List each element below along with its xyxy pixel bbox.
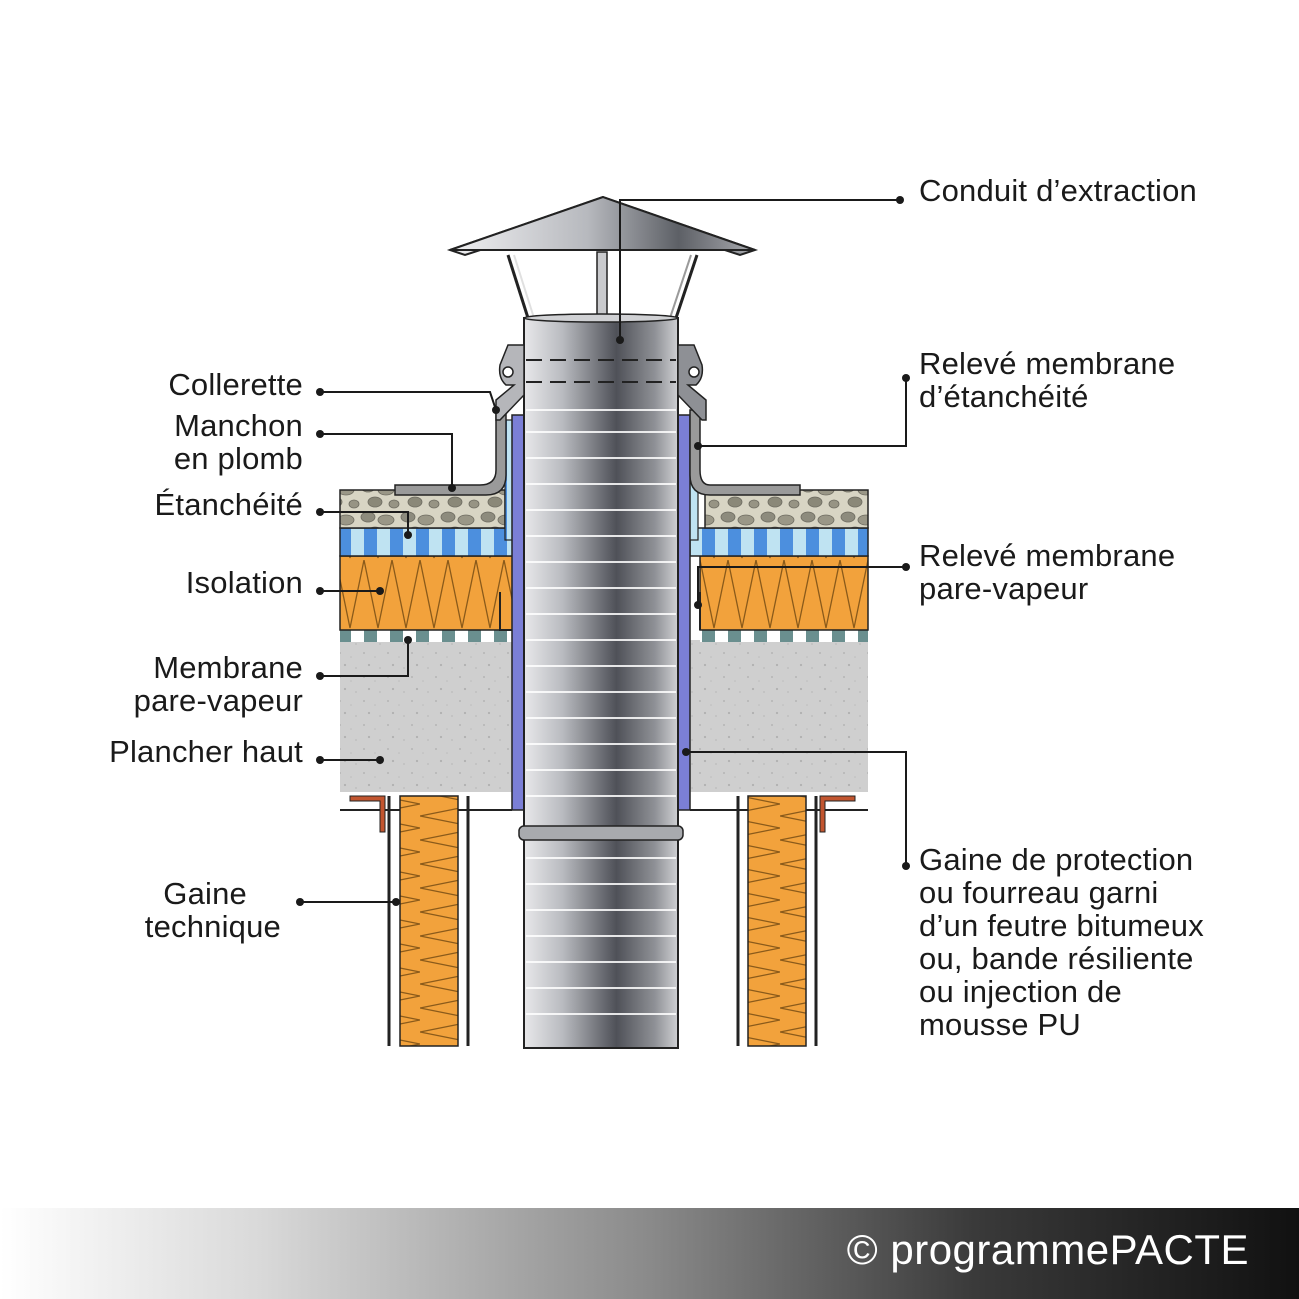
label-manchon: Manchon en plomb bbox=[173, 408, 303, 476]
pipe-coupling bbox=[518, 825, 684, 841]
leader-dots bbox=[296, 196, 910, 906]
concrete-slab-right bbox=[690, 640, 868, 792]
label-gaine-technique: Gaine technique bbox=[144, 876, 281, 944]
label-releve-etancheite: Relevé membrane d’étanchéité bbox=[919, 346, 1176, 414]
leader-lines bbox=[300, 199, 907, 903]
tech-shaft-insulation-left bbox=[399, 795, 459, 1047]
protection-sleeve-left bbox=[511, 414, 525, 811]
label-releve-pare-vapeur: Relevé membrane pare-vapeur bbox=[919, 538, 1176, 606]
shaft-angle-left bbox=[349, 795, 386, 833]
label-gaine-protection: Gaine de protection ou fourreau garni d’… bbox=[919, 842, 1204, 1042]
label-collerette: Collerette bbox=[168, 367, 303, 402]
label-membrane-pare-vapeur: Membrane pare-vapeur bbox=[133, 650, 303, 718]
lead-sleeve-left bbox=[394, 409, 507, 496]
collar-right bbox=[677, 344, 707, 421]
concrete-slab-left bbox=[340, 640, 515, 792]
collar-left bbox=[495, 344, 525, 421]
label-conduit-extraction: Conduit d’extraction bbox=[919, 173, 1197, 208]
tech-shaft-insulation-right bbox=[747, 795, 807, 1047]
waterproofing-left bbox=[339, 527, 516, 557]
shaft-angle-right bbox=[819, 795, 856, 833]
extraction-pipe bbox=[523, 317, 679, 1049]
label-isolation: Isolation bbox=[185, 565, 303, 600]
pipe-bands bbox=[526, 409, 676, 1015]
waterproofing-right bbox=[689, 527, 869, 557]
insulation-left bbox=[339, 555, 516, 631]
footer-bar: © programmePACTE bbox=[0, 1208, 1299, 1299]
copyright-text: © programmePACTE bbox=[846, 1226, 1249, 1273]
vapour-barrier-left bbox=[340, 630, 515, 642]
label-plancher-haut: Plancher haut bbox=[109, 734, 303, 769]
lead-sleeve-right bbox=[689, 409, 801, 496]
gravel-right bbox=[704, 489, 869, 529]
vapour-barrier-right bbox=[700, 630, 868, 642]
label-etancheite: Étanchéité bbox=[154, 487, 303, 522]
gravel-left bbox=[339, 489, 506, 529]
